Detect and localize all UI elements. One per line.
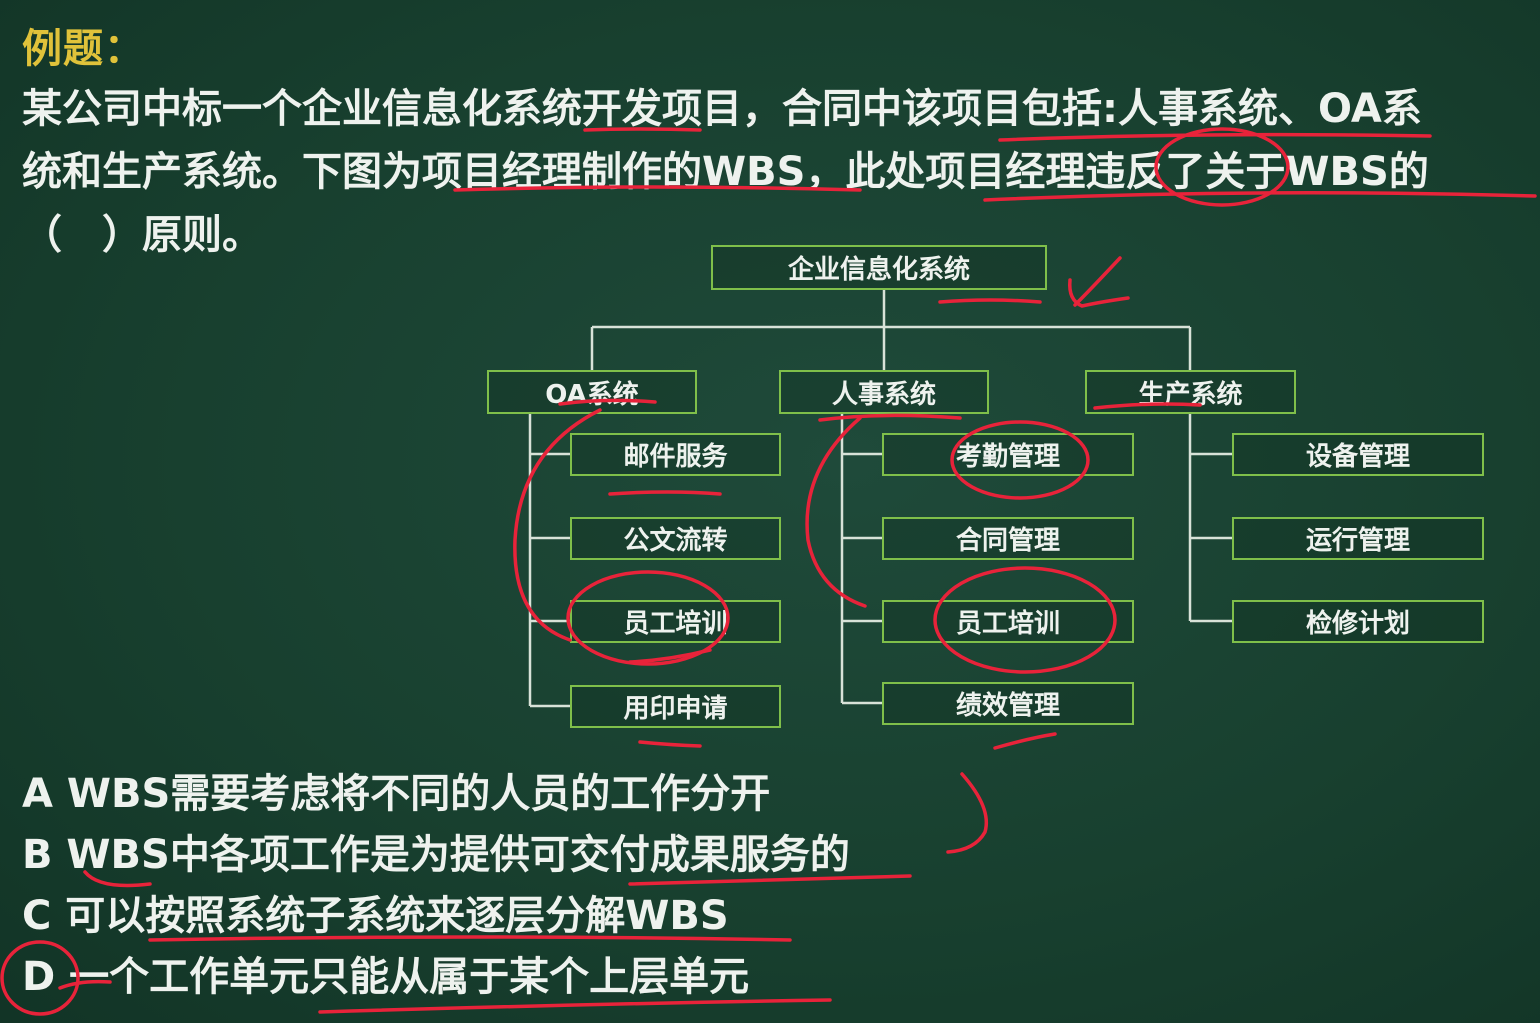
wbs-leaf-hr-1: 考勤管理 [882, 433, 1134, 476]
wbs-leaf-hr-4: 绩效管理 [882, 682, 1134, 725]
example-title: 例题： [22, 26, 145, 72]
wbs-leaf-oa-4: 用印申请 [570, 685, 781, 728]
wbs-leaf-oa-1: 邮件服务 [570, 433, 781, 476]
wbs-branch-production: 生产系统 [1085, 370, 1296, 414]
option-c: C 可以按照系统子系统来逐层分解WBS [22, 893, 729, 939]
wbs-leaf-production-2: 运行管理 [1232, 517, 1484, 560]
wbs-branch-hr: 人事系统 [779, 370, 989, 414]
wbs-root: 企业信息化系统 [711, 245, 1047, 290]
option-a: A WBS需要考虑将不同的人员的工作分开 [22, 771, 771, 817]
wbs-leaf-oa-2: 公文流转 [570, 517, 781, 560]
option-b: B WBS中各项工作是为提供可交付成果服务的 [22, 832, 850, 878]
wbs-leaf-hr-3: 员工培训 [882, 600, 1134, 643]
question-text: 某公司中标一个企业信息化系统开发项目，合同中该项目包括:人事系统、OA系 统和生… [22, 86, 1429, 258]
option-d: D 一个工作单元只能从属于某个上层单元 [22, 954, 750, 1000]
wbs-leaf-oa-3: 员工培训 [570, 600, 781, 643]
wbs-leaf-production-1: 设备管理 [1232, 433, 1484, 476]
wbs-branch-oa: OA系统 [487, 370, 697, 414]
answer-options: A WBS需要考虑将不同的人员的工作分开 B WBS中各项工作是为提供可交付成果… [22, 764, 850, 1008]
wbs-leaf-hr-2: 合同管理 [882, 517, 1134, 560]
wbs-leaf-production-3: 检修计划 [1232, 600, 1484, 643]
